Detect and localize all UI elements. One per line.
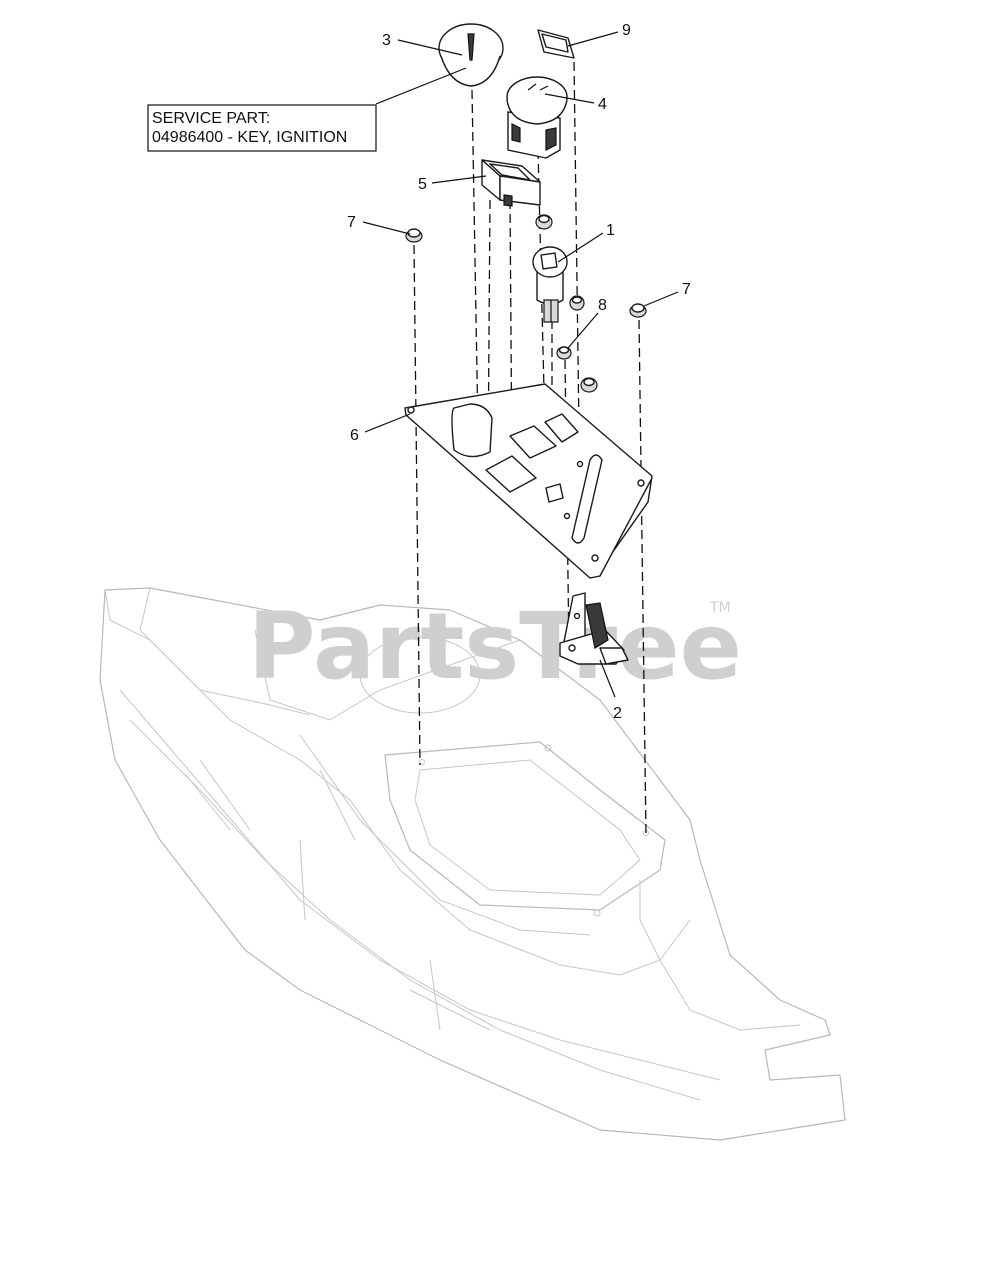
part-4-round-switch [506,76,568,159]
callout-3: 3 [382,32,391,49]
part-9-rocker-switch [537,29,575,59]
part-7-screw-right [629,303,647,318]
callout-4: 4 [598,96,607,113]
watermark-text: PartsTree [248,593,742,700]
part-2-safety-switch [559,592,629,665]
callout-9: 9 [622,22,631,39]
watermark: PartsTree TM [248,593,742,700]
watermark-tm: TM [709,600,731,616]
part-5-rect-switch [481,159,541,207]
part-8-fastener [556,346,572,360]
fasteners [405,214,647,393]
nut-upper [535,214,553,230]
callout-1: 1 [606,222,615,239]
callout-2: 2 [613,705,622,722]
callout-7-right: 7 [682,281,691,298]
callout-5: 5 [418,176,427,193]
callouts: 3 9 4 5 7 1 8 7 6 2 [347,22,691,722]
nut-mid [569,295,585,311]
part-3-ignition-cap [438,23,504,87]
callout-8: 8 [598,297,607,314]
callout-6: 6 [350,427,359,444]
nut-lower [580,377,598,393]
part-6-control-panel [404,383,653,579]
service-note-line2: 04986400 - KEY, IGNITION [152,129,347,146]
leader-lines [362,31,679,698]
callout-7-left: 7 [347,214,356,231]
part-1-ignition-switch [532,246,568,323]
service-note-line1: SERVICE PART: [152,110,270,127]
service-part-note: SERVICE PART: 04986400 - KEY, IGNITION [147,104,377,152]
console-body-ghost [99,587,846,1141]
part-7-screw-left [405,228,423,243]
